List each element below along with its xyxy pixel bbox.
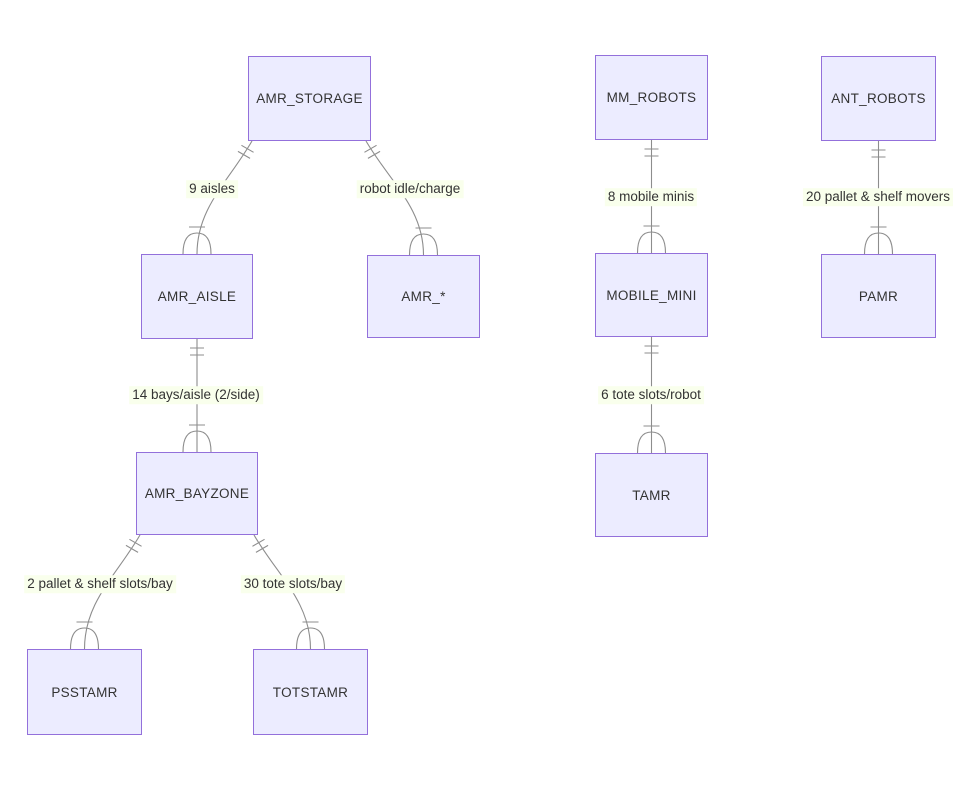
entity-label: PSSTAMR: [51, 684, 118, 700]
cardinality-exactly-one-marker: [644, 345, 659, 354]
cardinality-one-or-many-marker: [295, 621, 326, 650]
cardinality-one-or-many-marker: [182, 424, 212, 453]
entity-mobile-mini: MOBILE_MINI: [595, 253, 708, 337]
entity-amr-storage: AMR_STORAGE: [248, 56, 371, 141]
entity-label: ANT_ROBOTS: [831, 91, 926, 106]
cardinality-exactly-one-marker: [364, 144, 381, 159]
entity-label: AMR_*: [401, 289, 446, 304]
label-6-tote-slots-robot: 6 tote slots/robot: [598, 386, 704, 404]
label-14-bays-aisle: 14 bays/aisle (2/side): [129, 386, 263, 404]
cardinality-exactly-one-marker: [871, 149, 886, 158]
entity-label: AMR_AISLE: [157, 289, 237, 304]
entity-label: TOTSTAMR: [272, 684, 349, 700]
label-30-tote-slots-bay: 30 tote slots/bay: [240, 575, 346, 593]
label-20-pallet-shelf-movers: 20 pallet & shelf movers: [802, 188, 954, 206]
cardinality-one-or-many-marker: [636, 225, 667, 254]
entity-amr-bayzone: AMR_BAYZONE: [136, 452, 258, 535]
entity-amr-star: AMR_*: [367, 255, 480, 338]
cardinality-exactly-one-marker: [644, 148, 659, 157]
label-9-aisles: 9 aisles: [186, 180, 238, 198]
entity-label: MM_ROBOTS: [606, 90, 697, 105]
cardinality-exactly-one-marker: [190, 347, 204, 356]
entity-label: PAMR: [858, 288, 899, 304]
entity-tamr: TAMR: [595, 453, 708, 537]
entity-amr-aisle: AMR_AISLE: [141, 254, 253, 339]
entity-pamr: PAMR: [821, 254, 936, 338]
label-robot-idle-charge: robot idle/charge: [356, 180, 464, 198]
entity-totstamr: TOTSTAMR: [253, 649, 368, 735]
cardinality-one-or-many-marker: [863, 226, 894, 255]
cardinality-exactly-one-marker: [125, 538, 142, 553]
entity-label: AMR_BAYZONE: [144, 486, 250, 501]
entity-psstamr: PSSTAMR: [27, 649, 142, 735]
edge-amr-aisle-to-amr-bayzone: [182, 339, 212, 453]
entity-label: TAMR: [632, 487, 671, 503]
cardinality-one-or-many-marker: [69, 621, 100, 650]
entity-mm-robots: MM_ROBOTS: [595, 55, 708, 140]
entity-label: MOBILE_MINI: [606, 287, 697, 303]
cardinality-exactly-one-marker: [252, 538, 269, 553]
cardinality-one-or-many-marker: [408, 227, 439, 256]
cardinality-one-or-many-marker: [182, 226, 212, 255]
edge-amr-storage-to-amr-star: [364, 140, 439, 256]
cardinality-exactly-one-marker: [237, 144, 254, 159]
entity-label: AMR_STORAGE: [256, 91, 363, 106]
label-2-pallet-shelf-slots-bay: 2 pallet & shelf slots/bay: [24, 575, 176, 593]
label-8-mobile-minis: 8 mobile minis: [604, 188, 698, 206]
cardinality-one-or-many-marker: [636, 425, 667, 454]
entity-ant-robots: ANT_ROBOTS: [821, 56, 936, 141]
